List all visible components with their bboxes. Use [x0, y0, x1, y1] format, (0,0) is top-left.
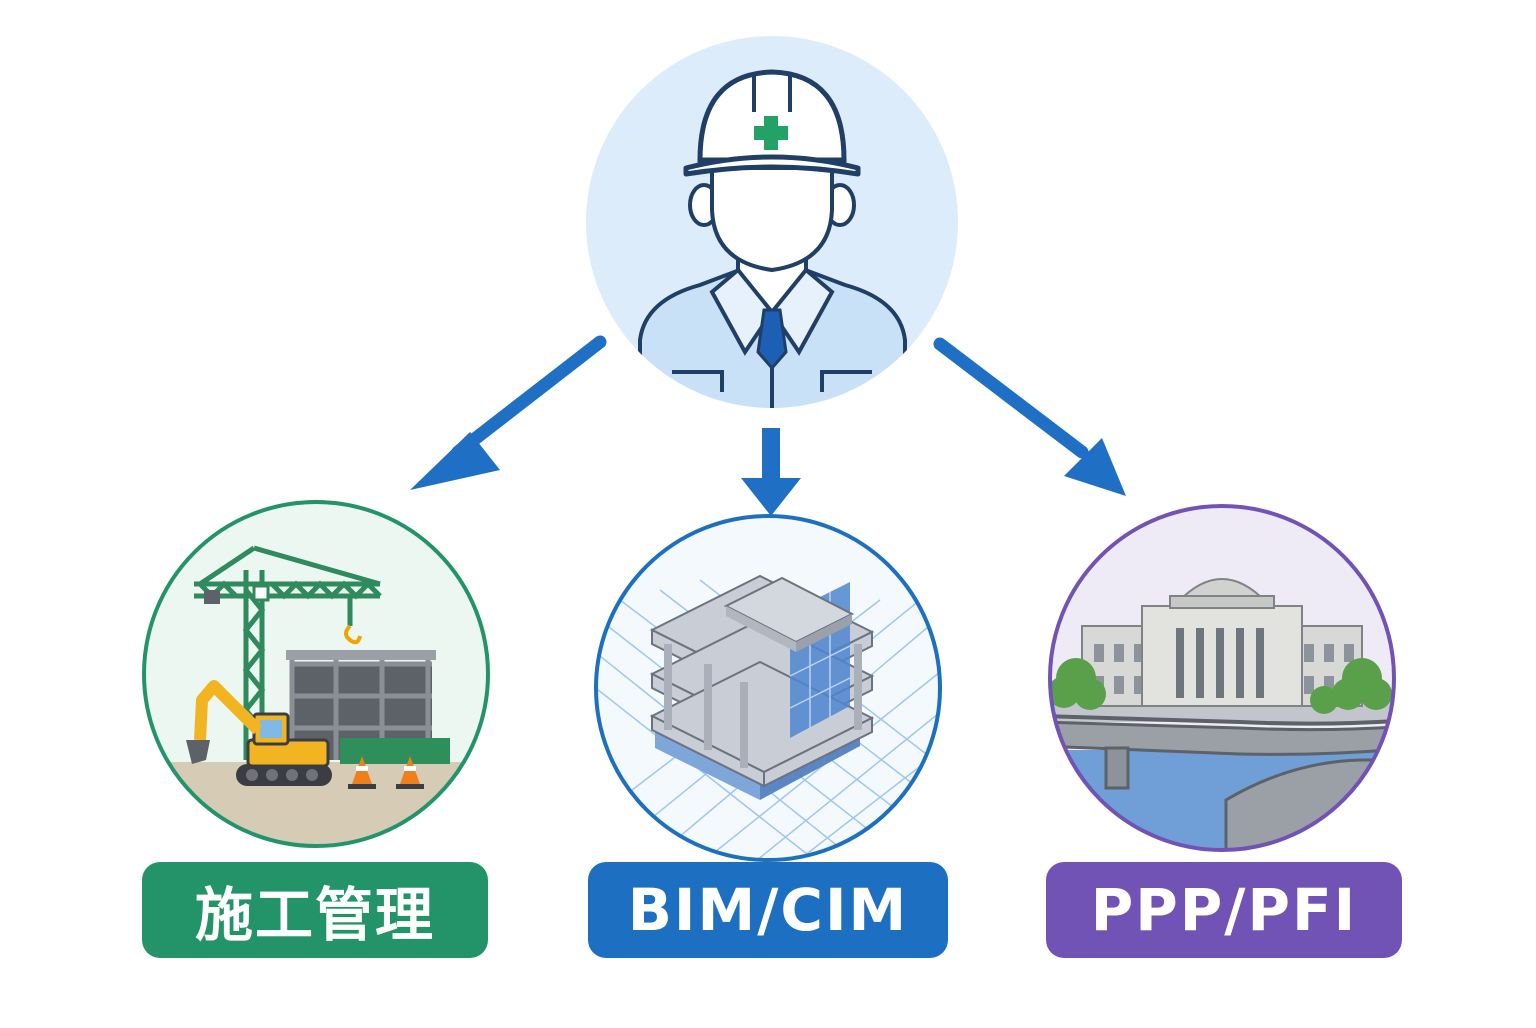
construction-engineer-icon: [586, 36, 958, 408]
arrow-center: [741, 428, 801, 516]
3d-building-model-icon: [594, 514, 942, 862]
label-bim-cim: BIM/CIM: [588, 862, 948, 958]
label-bim-cim-text: BIM/CIM: [627, 876, 909, 944]
label-ppp-pfi: PPP/PFI: [1046, 862, 1402, 958]
label-construction-management: 施工管理: [142, 862, 488, 958]
traffic-cone-icon: [396, 756, 424, 789]
traffic-cone-icon: [348, 756, 376, 789]
label-construction-management-text: 施工管理: [194, 881, 435, 949]
arrow-right: [933, 337, 1126, 496]
public-building-bridge-icon: [1048, 504, 1396, 852]
label-ppp-pfi-text: PPP/PFI: [1090, 876, 1358, 944]
construction-site-icon: [142, 500, 490, 848]
arrow-left: [410, 335, 607, 490]
